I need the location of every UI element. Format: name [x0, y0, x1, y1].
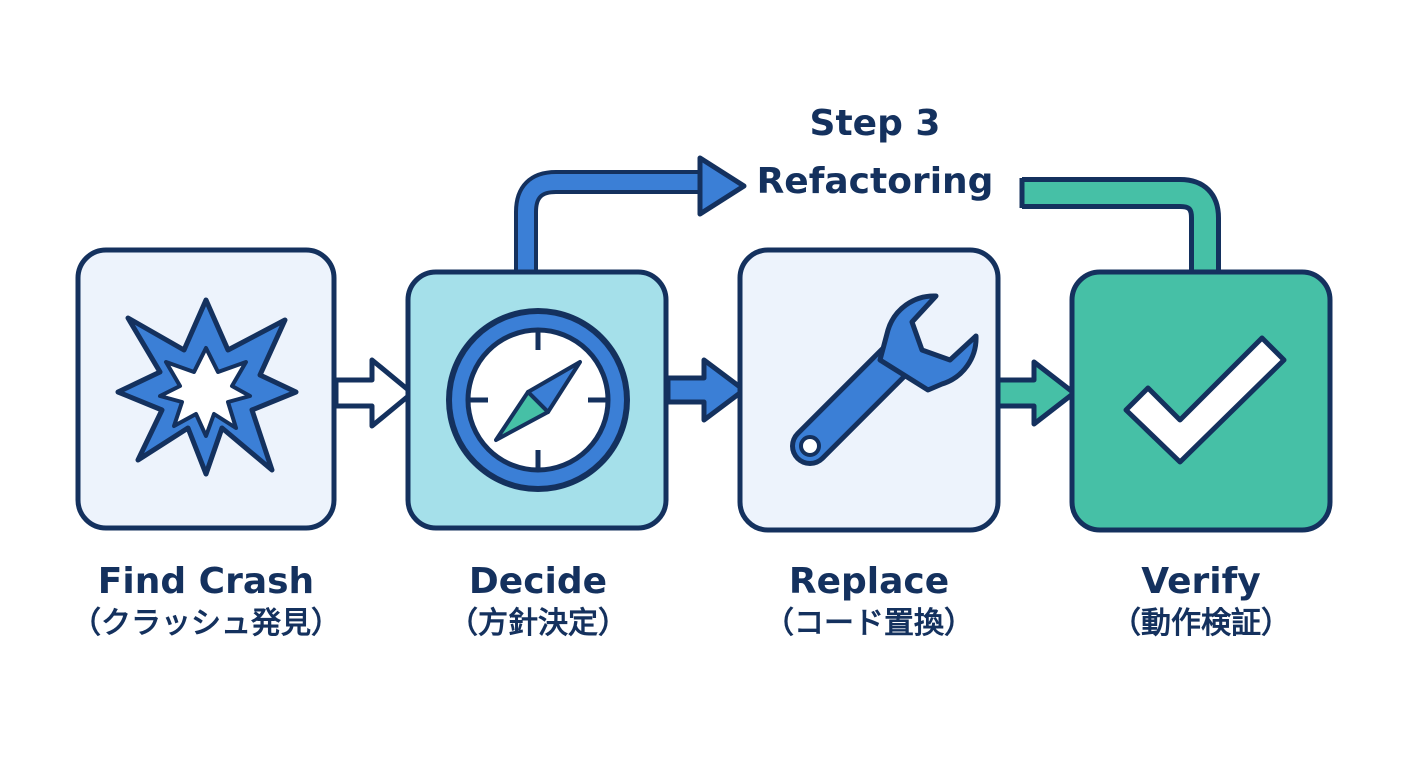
refactoring-step-number: Step 3	[809, 103, 941, 144]
refactoring-branch-arrow	[514, 155, 747, 272]
explosion-icon	[115, 297, 299, 477]
step-box-find-crash	[75, 247, 337, 531]
step-box-replace	[737, 247, 1001, 533]
wrench-icon	[790, 293, 979, 466]
refactoring-title: Refactoring	[756, 161, 994, 202]
arrow-decide-to-replace	[665, 357, 747, 423]
step-box-decide	[405, 269, 669, 531]
step-label-find-crash: Find Crash （クラッシュ発見）	[56, 560, 356, 644]
step-title: Verify	[1141, 561, 1261, 602]
step-label-verify: Verify （動作検証）	[1051, 560, 1351, 644]
checkmark-icon	[1123, 335, 1287, 465]
step-subtitle: （動作検証）	[1111, 606, 1291, 641]
arrow-replace-to-verify	[995, 359, 1077, 427]
refactoring-return-connector	[1014, 176, 1221, 272]
refactoring-label: Step 3 Refactoring	[735, 95, 1015, 211]
step-title: Replace	[788, 561, 950, 602]
arrow-find-to-decide	[333, 357, 415, 429]
step-label-replace: Replace （コード置換）	[719, 560, 1019, 644]
step-box-verify	[1069, 269, 1333, 533]
step-subtitle: （コード置換）	[764, 606, 974, 641]
step-title: Find Crash	[97, 561, 315, 602]
compass-icon	[446, 308, 630, 492]
step-label-decide: Decide （方針決定）	[388, 560, 688, 644]
step-subtitle: （クラッシュ発見）	[71, 606, 341, 641]
step-subtitle: （方針決定）	[448, 606, 628, 641]
step-title: Decide	[468, 561, 608, 602]
